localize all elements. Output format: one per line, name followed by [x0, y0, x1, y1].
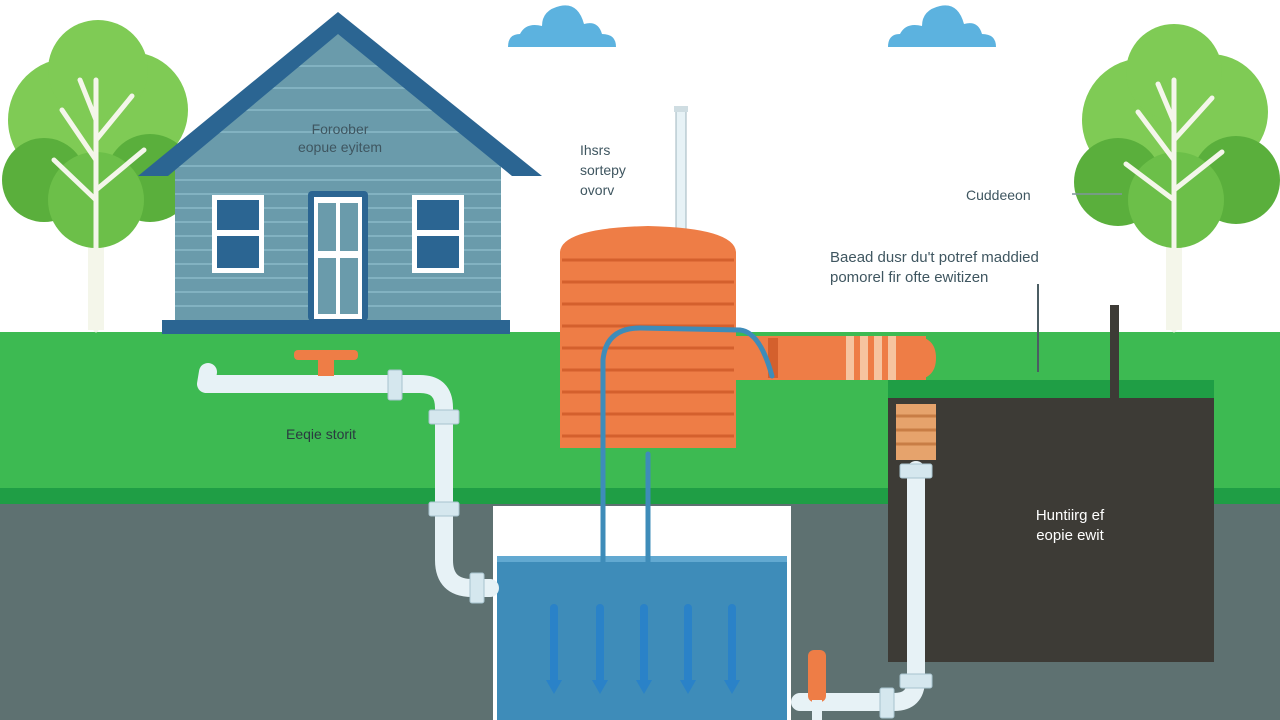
tank-label: Ihsrs sortepy ovorv — [580, 140, 626, 200]
tree-right — [1074, 24, 1280, 333]
house-gable — [178, 30, 498, 152]
dark-tank-label-line1: Huntiirg ef — [1035, 507, 1105, 524]
right-top-label: Cuddeeon — [966, 187, 1031, 203]
right-mid-label-line1: Baead dusr du't potref maddied — [830, 249, 1039, 266]
tank-label-line1: Ihsrs — [580, 142, 611, 158]
tank-label-line3: ovorv — [580, 182, 615, 198]
orange-riser — [808, 650, 826, 720]
window-right — [412, 195, 464, 273]
house-label-line1: Foroober — [311, 121, 369, 137]
septic-tank — [493, 506, 791, 720]
left-ground-label: Eeqie storit — [286, 426, 357, 442]
right-mid-label: Baead dusr du't potref maddied pomorel f… — [830, 248, 1039, 288]
cloud-right — [888, 5, 996, 48]
house-label: Foroober eopue eyitem — [270, 120, 410, 156]
orange-tank — [560, 226, 736, 448]
house-foundation — [162, 320, 510, 334]
tree-left — [2, 20, 194, 333]
window-left — [212, 195, 264, 273]
dark-tank — [888, 305, 1214, 662]
right-mid-label-line2: pomorel fir ofte ewitizen — [830, 269, 989, 286]
dark-tank-label-line2: eopie ewit — [1036, 527, 1104, 544]
house-label-line2: eopue eyitem — [297, 139, 383, 155]
cloud-left — [508, 5, 616, 48]
vent-pipe — [675, 107, 687, 231]
house-drain-pipe — [197, 363, 499, 597]
pipe-fittings — [387, 369, 485, 604]
house — [138, 12, 542, 334]
blue-pipes — [600, 325, 775, 643]
front-door — [308, 191, 368, 321]
tank-label-line2: sortepy — [580, 162, 626, 178]
dark-tank-label: Huntiirg ef eopie ewit — [1000, 506, 1140, 546]
roof — [138, 12, 542, 176]
valve — [294, 350, 358, 376]
